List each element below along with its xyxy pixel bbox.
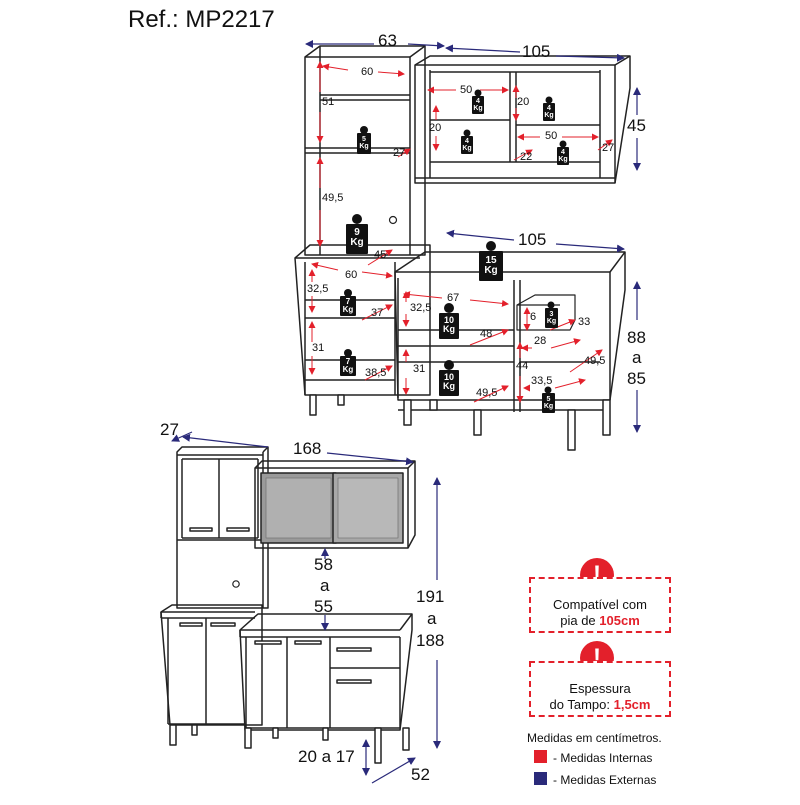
int-dim-upper-height-a: 20 — [517, 96, 530, 108]
notice-line1: Espessura — [569, 681, 631, 696]
weight-icon — [357, 126, 371, 154]
notice-line2-value: 1,5cm — [613, 697, 651, 712]
int-dim-upper-width-b: 50 — [545, 130, 558, 142]
left-base-outline — [294, 244, 431, 396]
int-dim-lower-height-b: 31 — [413, 363, 426, 375]
int-dim-left-lower-height: 32,5 — [307, 283, 329, 295]
legend-external-swatch — [534, 772, 547, 785]
front-dim-gap-bot: 55 — [314, 597, 333, 616]
upper-cabinet-outline — [414, 55, 631, 184]
ext-dim-105-lower: 105 — [518, 230, 547, 249]
weight-icons — [340, 89, 569, 413]
int-dim-drawer-depth: 33 — [578, 316, 591, 328]
weight-icon — [439, 360, 459, 396]
ext-dim-a: a — [632, 348, 642, 367]
int-dim-left-lower-depth: 37 — [371, 307, 384, 319]
external-dimensions-top — [305, 40, 641, 433]
int-dim-lower-width: 67 — [447, 292, 460, 304]
right-base-front — [239, 613, 413, 731]
front-dim-total-width: 168 — [293, 439, 322, 458]
right-base-outline — [394, 251, 626, 401]
tall-column-outline — [304, 45, 426, 256]
legend-external-label: - Medidas Externas — [553, 773, 657, 787]
ext-dim-45: 45 — [627, 116, 646, 135]
int-dim-left-bottom-height: 31 — [312, 342, 325, 354]
front-dim-height-bot: 188 — [416, 631, 445, 650]
int-dim-left-bottom-depth: 38,5 — [365, 367, 387, 379]
int-dim-upper-depth-b: 27 — [602, 142, 615, 154]
ext-dim-105-upper: 105 — [522, 42, 551, 61]
legend-internal-swatch — [534, 750, 547, 763]
int-dim-side-depth: 49,5 — [584, 355, 606, 367]
open-cabinet-view — [294, 45, 631, 451]
weight-icon — [346, 214, 368, 254]
int-dim-left-upper-height: 51 — [322, 96, 335, 108]
int-dim-side-width: 33,5 — [531, 375, 553, 387]
reference-code: Ref.: MP2217 — [128, 6, 275, 33]
front-dim-feet: 20 a 17 — [298, 747, 355, 766]
closed-cabinet-view — [160, 446, 416, 764]
weight-icon — [439, 303, 459, 339]
front-dim-gap-top: 58 — [314, 555, 333, 574]
notice-line1: Compatível com — [553, 597, 647, 612]
int-dim-upper-width-a: 50 — [460, 84, 473, 96]
legend-title: Medidas em centímetros. — [527, 731, 662, 745]
notice-line2-prefix: do Tampo: — [549, 697, 614, 712]
weight-icon — [545, 301, 558, 328]
internal-dimensions-top — [308, 61, 613, 403]
int-dim-drawer-height: 6 — [530, 311, 537, 323]
notice-line2-value: 105cm — [599, 613, 640, 628]
int-dim-left-counter-depth: 45 — [374, 249, 387, 261]
weight-icon — [479, 241, 503, 281]
weight-icon — [543, 96, 555, 121]
weight-icon — [542, 386, 555, 413]
external-dimensions-front — [171, 431, 441, 784]
int-dim-lower-depth-b: 49,5 — [476, 387, 498, 399]
legend-internal-label: - Medidas Internas — [553, 751, 653, 765]
upper-cabinet-front — [254, 460, 416, 549]
int-dim-lower-depth-a: 48 — [480, 328, 493, 340]
int-dim-lower-height-a: 32,5 — [410, 302, 432, 314]
int-dim-upper-depth-a: 22 — [520, 151, 533, 163]
int-dim-side-height: 44 — [516, 360, 529, 372]
int-dim-left-mid-height: 49,5 — [322, 192, 344, 204]
ext-dim-63: 63 — [378, 31, 397, 50]
int-dim-upper-height-b: 20 — [429, 122, 442, 134]
front-dim-gap-mid: a — [320, 576, 330, 595]
weight-icon — [340, 289, 356, 316]
front-dim-height-top: 191 — [416, 587, 445, 606]
notice-line2-prefix: pia de — [560, 613, 600, 628]
int-dim-drawer-width: 28 — [534, 335, 547, 347]
ext-dim-88: 88 — [627, 328, 646, 347]
weight-icon — [340, 349, 356, 376]
int-dim-left-mid-depth: 27 — [393, 147, 406, 159]
int-dim-left-lower-width: 60 — [345, 269, 358, 281]
front-dim-depth-upper: 27 — [160, 420, 179, 439]
weight-icon — [472, 89, 484, 114]
weight-icon — [461, 129, 473, 154]
ext-dim-85: 85 — [627, 369, 646, 388]
weight-icon — [557, 140, 569, 165]
front-dim-height-mid: a — [427, 609, 437, 628]
int-dim-left-upper-width: 60 — [361, 66, 374, 78]
front-dim-depth-lower: 52 — [411, 765, 430, 784]
